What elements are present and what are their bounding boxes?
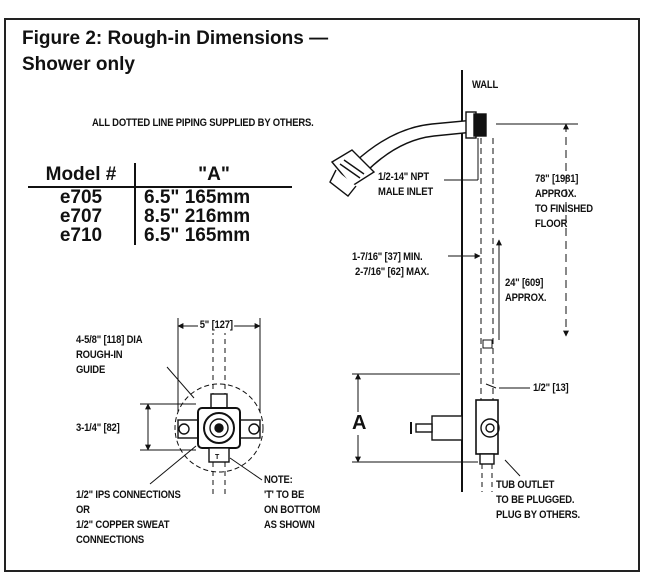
- tub-outlet-line3: PLUG BY OTHERS.: [496, 509, 580, 521]
- a-cell: 6.5" 165mm: [144, 187, 251, 208]
- valve-top-outlet: [210, 393, 228, 409]
- table-row: e710 6.5" 165mm: [28, 226, 292, 245]
- figure-frame: [4, 18, 640, 572]
- shower-arm: [353, 119, 475, 173]
- model-cell: e707: [28, 207, 136, 226]
- height-label-line2: APPROX.: [535, 188, 577, 200]
- a-header: "A": [135, 163, 292, 188]
- connections-line3: 1/2" COPPER SWEAT: [76, 519, 170, 531]
- connections-line1: 1/2" IPS CONNECTIONS: [76, 489, 181, 501]
- figure-title: Figure 2: Rough-in Dimensions — Shower o…: [22, 26, 328, 78]
- model-table: Model # "A" e705 6.5" 165mm e707 8.5" 21…: [28, 163, 292, 245]
- a-dimension-label: A: [350, 412, 369, 435]
- valve-front-view: [140, 318, 264, 496]
- table-row: e707 8.5" 216mm: [28, 207, 292, 226]
- guide-label-line1: 4-5/8" [118] DIA: [76, 334, 143, 346]
- height-label-line3: TO FINISHED: [535, 203, 593, 215]
- height-label-line4: FLOOR: [535, 218, 568, 230]
- riser-label-line1: 24" [609]: [505, 277, 544, 289]
- shower-head: [329, 149, 376, 197]
- wall-label: WALL: [472, 79, 499, 91]
- valve-width-label: 5" [127]: [198, 318, 235, 333]
- valve-handle-stub: [431, 415, 463, 441]
- inlet-label-line2: MALE INLET: [378, 186, 434, 198]
- tub-outlet-line1: TUB OUTLET: [496, 479, 555, 491]
- tee-mark: T: [215, 454, 220, 461]
- offset-label-line1: 1-7/16" [37] MIN.: [352, 251, 423, 263]
- connections-line2: OR: [76, 504, 90, 516]
- t-note-line3: ON BOTTOM: [264, 504, 321, 516]
- riser-label-line2: APPROX.: [505, 292, 547, 304]
- guide-label-line2: ROUGH-IN: [76, 349, 123, 361]
- offset-label-line2: 2-7/16" [62] MAX.: [355, 266, 430, 278]
- a-cell: 6.5" 165mm: [144, 225, 251, 246]
- height-label-line1: 78" [1981]: [535, 173, 579, 185]
- a-cell: 8.5" 216mm: [144, 206, 251, 227]
- figure-title-line1: Figure 2: Rough-in Dimensions —: [22, 28, 329, 49]
- drop-ell: [473, 113, 487, 137]
- valve-height-label: 3-1/4" [82]: [76, 422, 120, 434]
- inlet-label-line1: 1/2-14" NPT: [378, 171, 429, 183]
- t-note-line2: 'T' TO BE: [264, 489, 305, 501]
- figure-title-line2: Shower only: [22, 54, 135, 75]
- model-header: Model #: [28, 163, 136, 188]
- half-inch-label: 1/2" [13]: [533, 382, 569, 394]
- valve-side-body: [475, 399, 499, 455]
- table-row: e705 6.5" 165mm: [28, 187, 292, 207]
- connections-line4: CONNECTIONS: [76, 534, 145, 546]
- shower-side-view: [329, 70, 578, 492]
- piping-note: ALL DOTTED LINE PIPING SUPPLIED BY OTHER…: [92, 117, 314, 129]
- valve-bottom-tee: [208, 447, 230, 463]
- t-note-line4: AS SHOWN: [264, 519, 315, 531]
- model-table-header-row: Model # "A": [28, 163, 292, 188]
- model-cell: e710: [28, 226, 136, 245]
- guide-label-line3: GUIDE: [76, 364, 106, 376]
- tub-outlet: [479, 453, 495, 465]
- tub-outlet-line2: TO BE PLUGGED.: [496, 494, 575, 506]
- t-note-line1: NOTE:: [264, 474, 293, 486]
- rough-in-guide-circle: [174, 383, 264, 473]
- model-cell: e705: [28, 187, 136, 207]
